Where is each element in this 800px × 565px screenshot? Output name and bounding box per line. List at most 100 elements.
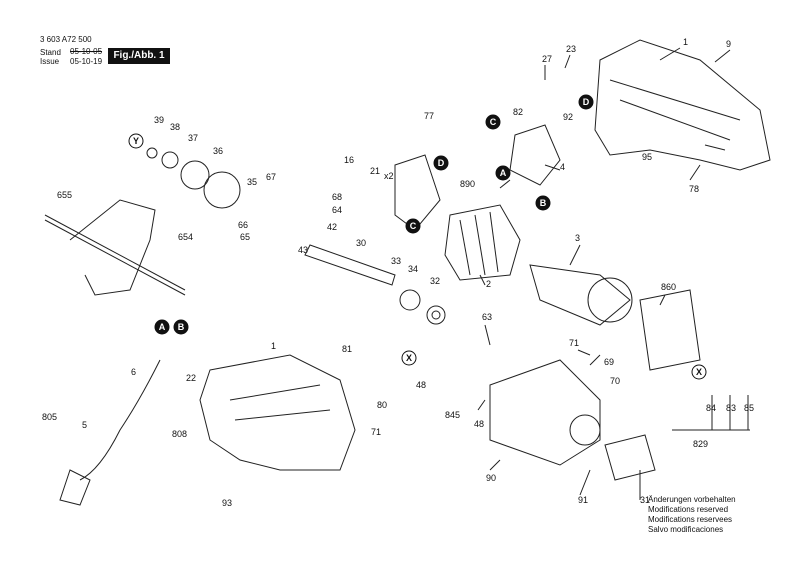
- document-number: 3 603 A72 500: [40, 35, 92, 44]
- bearing-37: [161, 151, 179, 169]
- part-number-label: 23: [566, 44, 576, 54]
- part-number-label: 38: [170, 122, 180, 132]
- issue-label: Issue: [40, 57, 60, 66]
- housing-half-right: [594, 39, 771, 171]
- part-number-label: 654: [178, 232, 193, 242]
- part-number-label: x2: [384, 171, 394, 181]
- part-number-label: 3: [575, 233, 580, 243]
- callout-b: B: [173, 319, 189, 335]
- part-number-label: 655: [57, 190, 72, 200]
- brush-holder: [394, 154, 441, 231]
- part-number-label: 85: [744, 403, 754, 413]
- gear-36: [180, 160, 210, 190]
- part-number-label: 43: [298, 245, 308, 255]
- callout-x: X: [691, 364, 707, 380]
- svg-text:X: X: [406, 353, 412, 363]
- callout-a: A: [495, 165, 511, 181]
- svg-text:D: D: [438, 158, 445, 168]
- part-number-label: 66: [238, 220, 248, 230]
- part-number-label: 860: [661, 282, 676, 292]
- bearing-32: [426, 305, 446, 325]
- stand-label: Stand: [40, 48, 61, 57]
- svg-text:B: B: [178, 322, 185, 332]
- part-number-label: 22: [186, 373, 196, 383]
- part-number-label: 71: [569, 338, 579, 348]
- modification-notes: Änderungen vorbehalten Modifications res…: [648, 495, 736, 535]
- note-de: Änderungen vorbehalten: [648, 495, 736, 504]
- electronic-module: [639, 289, 701, 371]
- part-number-label: 32: [430, 276, 440, 286]
- part-number-label: 64: [332, 205, 342, 215]
- auxiliary-handle: [69, 199, 156, 296]
- callout-c: C: [405, 218, 421, 234]
- part-number-label: 90: [486, 473, 496, 483]
- part-number-label: 71: [371, 427, 381, 437]
- part-number-label: 5: [82, 420, 87, 430]
- note-es: Salvo modificaciones: [648, 525, 724, 534]
- part-number-label: 34: [408, 264, 418, 274]
- part-number-label: 80: [377, 400, 387, 410]
- part-number-label: 81: [342, 344, 352, 354]
- part-number-label: 31: [640, 495, 650, 505]
- svg-text:A: A: [500, 168, 507, 178]
- gear-housing: [489, 359, 601, 466]
- part-number-label: 6: [131, 367, 136, 377]
- stator: [444, 204, 521, 281]
- chuck: [604, 434, 656, 481]
- part-number-label: 808: [172, 429, 187, 439]
- part-number-label: 9: [726, 39, 731, 49]
- svg-text:D: D: [583, 97, 590, 107]
- part-number-label: 68: [332, 192, 342, 202]
- part-number-label: 82: [513, 107, 523, 117]
- part-number-label: 67: [266, 172, 276, 182]
- svg-text:B: B: [540, 198, 547, 208]
- part-number-label: 42: [327, 222, 337, 232]
- callout-d: D: [578, 94, 594, 110]
- part-number-label: 65: [240, 232, 250, 242]
- part-number-label: 63: [482, 312, 492, 322]
- part-number-label: 91: [578, 495, 588, 505]
- part-number-label: 2: [486, 279, 491, 289]
- part-number-label: 27: [542, 54, 552, 64]
- part-number-label: 83: [726, 403, 736, 413]
- part-number-label: 78: [689, 184, 699, 194]
- callout-b: B: [535, 195, 551, 211]
- housing-half-left: [199, 354, 356, 471]
- callout-a: A: [154, 319, 170, 335]
- part-number-label: 1: [271, 341, 276, 351]
- part-number-label: 95: [642, 152, 652, 162]
- note-fr: Modifications reservees: [648, 515, 733, 524]
- svg-text:C: C: [410, 221, 417, 231]
- note-en: Modifications reserved: [648, 505, 729, 514]
- part-number-label: 805: [42, 412, 57, 422]
- part-number-label: 35: [247, 177, 257, 187]
- part-number-label: 39: [154, 115, 164, 125]
- callout-d: D: [433, 155, 449, 171]
- part-number-label: 845: [445, 410, 460, 420]
- switch-unit: [509, 124, 561, 186]
- svg-text:A: A: [159, 322, 166, 332]
- part-number-label: 48: [416, 380, 426, 390]
- part-number-label: 21: [370, 166, 380, 176]
- part-number-label: 1: [683, 37, 688, 47]
- part-number-label: 69: [604, 357, 614, 367]
- part-number-label: 77: [424, 111, 434, 121]
- part-number-label: 16: [344, 155, 354, 165]
- spindle: [304, 244, 396, 286]
- part-number-label: 93: [222, 498, 232, 508]
- power-cord: [79, 359, 161, 481]
- callout-c: C: [485, 114, 501, 130]
- part-number-label: 30: [356, 238, 366, 248]
- part-number-label: 37: [188, 133, 198, 143]
- part-number-label: 33: [391, 256, 401, 266]
- part-number-label: 92: [563, 112, 573, 122]
- part-number-label: 84: [706, 403, 716, 413]
- part-number-label: 829: [693, 439, 708, 449]
- part-number-label: 70: [610, 376, 620, 386]
- date-new: 05-10-19: [70, 57, 103, 66]
- callout-y: Y: [128, 133, 144, 149]
- part-number-label: 48: [474, 419, 484, 429]
- svg-text:X: X: [696, 367, 702, 377]
- svg-text:Y: Y: [133, 136, 139, 146]
